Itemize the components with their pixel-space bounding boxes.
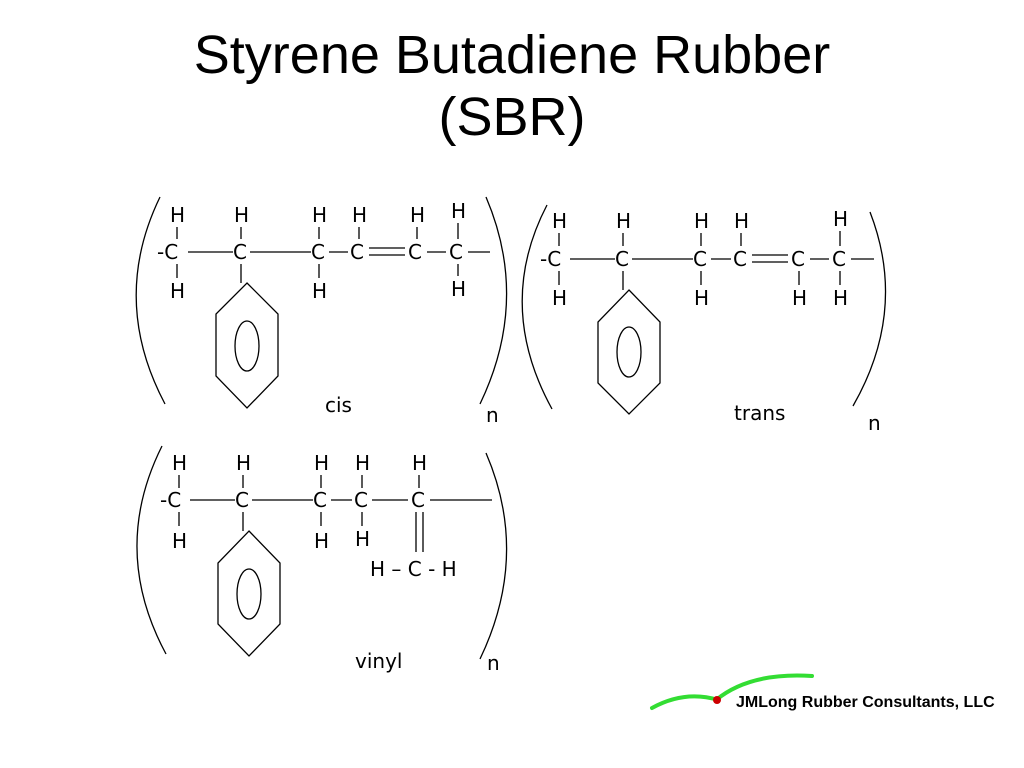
vinyl-h-top-3: H	[314, 451, 329, 475]
vinyl-c-3: C	[313, 488, 327, 512]
cis-subscript-n: n	[486, 403, 499, 427]
trans-label: trans	[734, 401, 785, 425]
cis-benzene-circle	[234, 320, 260, 372]
cis-h-bot-2: H	[312, 279, 327, 303]
vinyl-h-bot-2: H	[314, 529, 329, 553]
company-name: JMLong Rubber Consultants, LLC	[736, 694, 995, 711]
trans-c-5: C	[791, 247, 805, 271]
cis-h-bot-1: H	[170, 279, 185, 303]
vinyl-hch-group: H – C - H	[370, 557, 457, 581]
trans-benzene-ring	[597, 289, 661, 415]
trans-left-bracket	[521, 204, 553, 410]
cis-h-top-5: H	[410, 203, 425, 227]
logo-swoosh-lower	[650, 694, 720, 710]
title-line-1: Styrene Butadiene Rubber	[193, 25, 831, 85]
trans-h-bot-3: H	[792, 286, 807, 310]
cis-benzene-ring	[215, 282, 279, 409]
vinyl-label: vinyl	[355, 649, 402, 673]
logo-dot	[713, 696, 721, 704]
trans-h-top-3: H	[694, 209, 709, 233]
trans-h-bot-1: H	[552, 286, 567, 310]
trans-h-top-1: H	[552, 209, 567, 233]
trans-right-bracket	[852, 211, 887, 407]
vinyl-benzene-ring	[217, 530, 281, 657]
cis-h-top-3: H	[312, 203, 327, 227]
trans-c-4: C	[733, 247, 747, 271]
trans-subscript-n: n	[868, 411, 881, 435]
vinyl-h-top-4: H	[355, 451, 370, 475]
vinyl-benzene-circle	[236, 568, 262, 620]
vinyl-h-top-1: H	[172, 451, 187, 475]
trans-h-top-5: H	[833, 207, 848, 231]
trans-benzene-circle	[616, 326, 642, 378]
cis-c-6: C	[449, 240, 463, 264]
trans-h-bot-2: H	[694, 286, 709, 310]
cis-c-4: C	[350, 240, 364, 264]
vinyl-subscript-n: n	[487, 651, 500, 675]
trans-c-1: -C	[540, 247, 561, 271]
cis-c-5: C	[408, 240, 422, 264]
cis-h-top-2: H	[234, 203, 249, 227]
trans-h-top-2: H	[616, 209, 631, 233]
vinyl-left-bracket	[136, 445, 167, 655]
trans-h-top-4: H	[734, 209, 749, 233]
vinyl-right-bracket	[479, 452, 508, 660]
cis-right-bracket	[479, 196, 508, 405]
trans-h-bot-4: H	[833, 286, 848, 310]
vinyl-h-bot-3: H	[355, 527, 370, 551]
cis-c-2: C	[233, 240, 247, 264]
slide-title: Styrene Butadiene Rubber (SBR)	[0, 24, 1024, 148]
cis-h-top-6: H	[451, 199, 466, 223]
vinyl-c-2: C	[235, 488, 249, 512]
trans-c-6: C	[832, 247, 846, 271]
cis-c-3: C	[311, 240, 325, 264]
cis-h-top-4: H	[352, 203, 367, 227]
vinyl-structure: H H H H H -C C C C C H H H H – C - H vin…	[136, 445, 508, 675]
company-logo	[650, 673, 814, 710]
trans-c-3: C	[693, 247, 707, 271]
cis-c-1: -C	[157, 240, 178, 264]
trans-c-2: C	[615, 247, 629, 271]
vinyl-h-top-5: H	[412, 451, 427, 475]
cis-h-top-1: H	[170, 203, 185, 227]
vinyl-h-top-2: H	[236, 451, 251, 475]
cis-structure: H H H H H H -C C C C C C H H H	[135, 196, 508, 427]
title-line-2: (SBR)	[438, 87, 586, 147]
vinyl-c-1: -C	[160, 488, 181, 512]
vinyl-c-5: C	[411, 488, 425, 512]
cis-left-bracket	[135, 196, 166, 405]
vinyl-h-bot-1: H	[172, 529, 187, 553]
logo-swoosh-upper	[714, 673, 814, 702]
vinyl-c-4: C	[354, 488, 368, 512]
cis-label: cis	[325, 393, 352, 417]
trans-structure: H H H H H -C C C C C C H H H H trans	[521, 204, 887, 435]
cis-h-bot-3: H	[451, 277, 466, 301]
